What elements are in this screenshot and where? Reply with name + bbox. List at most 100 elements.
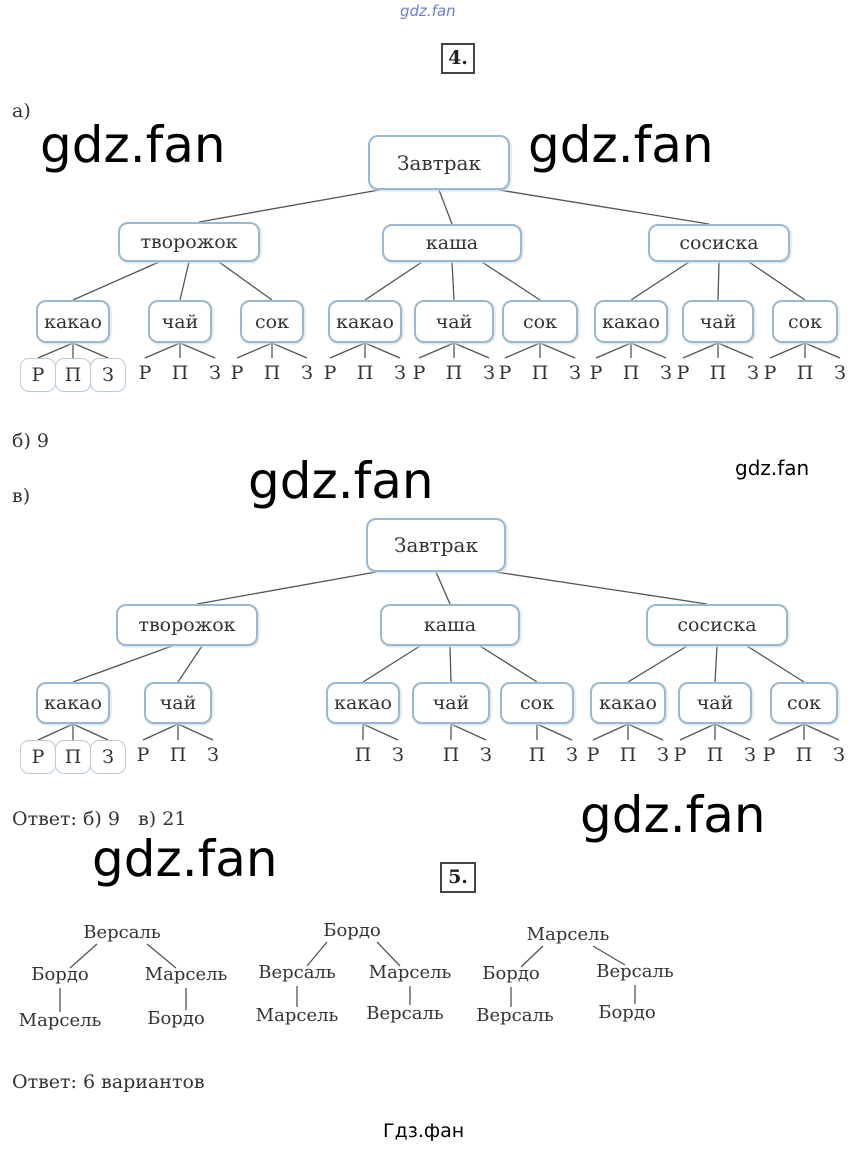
tree-leaf: П [528, 744, 546, 766]
task5-grandchild: Марсель [255, 1005, 339, 1026]
tree-level2-node: чай [678, 682, 752, 724]
tree-level1-node: сосиска [646, 604, 788, 646]
tree-leaf: П [709, 362, 727, 384]
tree-leaf: З [209, 362, 221, 384]
tree-leaf: З [744, 744, 756, 766]
tree-edge [271, 342, 308, 359]
tree-leaf: З [480, 744, 492, 766]
tree-edge [504, 342, 541, 359]
task5-grandchild: Марсель [18, 1010, 102, 1031]
watermark: gdz.fan [40, 116, 226, 174]
tree-edge [37, 723, 74, 741]
tree-leaf: Р [763, 362, 777, 384]
tree-leaf: Р [20, 358, 56, 392]
tree-leaf: П [796, 362, 814, 384]
tree-edge [177, 645, 203, 683]
tree-edge [449, 645, 452, 683]
tree-edge [72, 723, 109, 741]
task-4-number: 4. [441, 43, 475, 74]
tree-level2-node: сок [240, 300, 304, 343]
tree-edge [196, 571, 377, 605]
tree-edge [142, 723, 179, 741]
tree-edge [453, 342, 490, 359]
tree-leaf: Р [498, 362, 512, 384]
tree-leaf: З [90, 358, 126, 392]
tree-leaf: П [619, 744, 637, 766]
tree-edge [72, 645, 173, 683]
tree-edge [714, 645, 718, 683]
tree-level2-node: чай [412, 682, 490, 724]
tree-leaf: З [301, 362, 313, 384]
tree-leaf: П [354, 744, 372, 766]
tree-leaf: Р [136, 744, 150, 766]
tree-edge [376, 941, 401, 967]
tree-edge [218, 261, 273, 301]
tree-edge [717, 261, 720, 301]
tree-edge [803, 723, 840, 741]
task5-grandchild: Бордо [598, 1002, 656, 1023]
tree-edge [768, 723, 805, 741]
task-4-answer: Ответ: б) 9 в) 21 [12, 808, 187, 830]
tree-level2-node: какао [36, 300, 110, 343]
tree-edge [177, 723, 214, 741]
tree-level1-node: творожок [116, 604, 258, 646]
tree-level2-node: чай [414, 300, 494, 343]
task-5-answer: Ответ: 6 вариантов [12, 1071, 205, 1093]
tree-edge [438, 189, 453, 225]
tree-edge [536, 723, 573, 741]
tree-edge [306, 941, 328, 967]
tree-root-node: Завтрак [366, 518, 506, 572]
task5-root: Марсель [526, 924, 610, 945]
tree-edge [236, 342, 273, 359]
tree-leaf: З [483, 362, 495, 384]
tree-edge [804, 342, 841, 359]
tree-edge [450, 723, 487, 741]
tree-edge [746, 645, 805, 683]
tree-leaf: Р [673, 744, 687, 766]
tree-edge [364, 342, 401, 359]
tree-level1-node: сосиска [648, 224, 790, 262]
tree-leaf: П [171, 362, 189, 384]
watermark-top: gdz.fan [400, 2, 456, 20]
tree-edge [418, 342, 455, 359]
tree-edge [627, 645, 688, 683]
tree-leaf: З [394, 362, 406, 384]
tree-edge [435, 571, 451, 605]
tree-edge [592, 723, 629, 741]
task-5-number: 5. [440, 862, 476, 893]
tree-edge [769, 342, 806, 359]
tree-edge [329, 342, 366, 359]
tree-leaf: З [834, 362, 846, 384]
tree-edge [592, 945, 626, 966]
tree-leaf: П [445, 362, 463, 384]
task5-root: Бордо [323, 920, 381, 941]
tree-level2-node: какао [326, 682, 400, 724]
tree-edge [682, 342, 719, 359]
task5-root: Версаль [83, 922, 161, 943]
tree-edge [748, 261, 806, 301]
tree-leaf: П [356, 362, 374, 384]
tree-leaf: Р [412, 362, 426, 384]
tree-edge [72, 342, 109, 359]
tree-leaf: Р [323, 362, 337, 384]
task5-child: Марсель [144, 964, 228, 985]
tree-edge [630, 261, 690, 301]
task5-child: Бордо [31, 964, 89, 985]
tree-root-node: Завтрак [368, 135, 510, 190]
tree-level2-node: какао [328, 300, 402, 343]
tree-leaf: Р [589, 362, 603, 384]
tree-leaf: З [90, 740, 126, 774]
tree-leaf: З [657, 744, 669, 766]
tree-leaf: Р [20, 740, 56, 774]
tree-level2-node: чай [148, 300, 212, 343]
tree-leaf: З [747, 362, 759, 384]
tree-edge [498, 189, 710, 225]
tree-leaf: З [207, 744, 219, 766]
tree-edge [595, 342, 632, 359]
tree-leaf: З [392, 744, 404, 766]
tree-level1-node: каша [382, 224, 522, 262]
task5-child: Версаль [596, 961, 674, 982]
tree-edge [179, 261, 190, 301]
watermark: gdz.fan [248, 452, 434, 510]
